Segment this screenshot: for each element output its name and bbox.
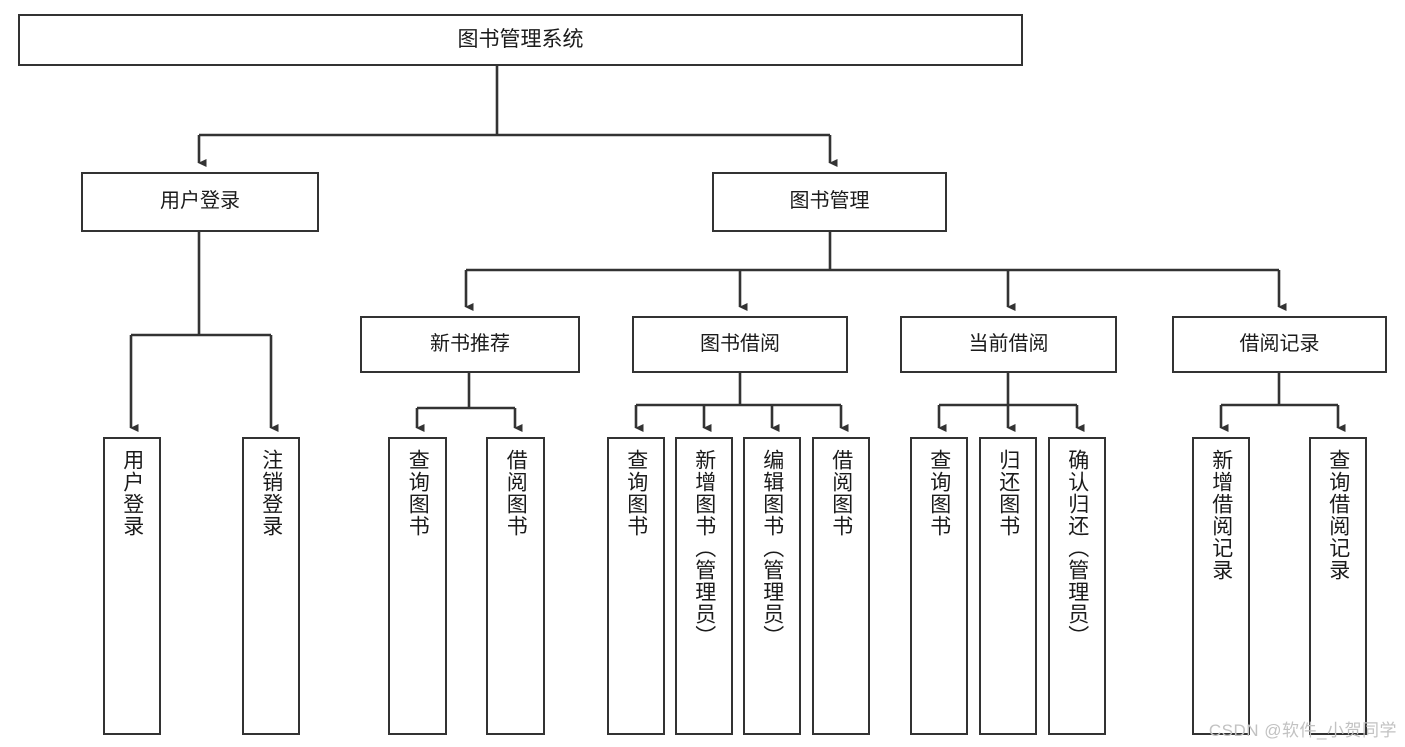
leaf-borrow-book-recommend[interactable]: 借阅图书 — [486, 437, 545, 735]
node-book-management[interactable]: 图书管理 — [712, 172, 947, 232]
node-label: 归还图书 — [996, 449, 1020, 537]
node-borrow-record[interactable]: 借阅记录 — [1172, 316, 1387, 373]
node-label: 查询图书 — [406, 449, 430, 537]
node-label: 用户登录 — [160, 190, 240, 213]
leaf-add-book-admin[interactable]: 新增图书（管理员） — [675, 437, 733, 735]
node-label: 借阅图书 — [504, 449, 528, 537]
node-new-book-recommend[interactable]: 新书推荐 — [360, 316, 580, 373]
node-label: 图书管理 — [789, 190, 870, 213]
leaf-borrow-book[interactable]: 借阅图书 — [812, 437, 870, 735]
leaf-edit-book-admin[interactable]: 编辑图书（管理员） — [743, 437, 801, 735]
leaf-query-book-recommend[interactable]: 查询图书 — [388, 437, 447, 735]
node-label: 注销登录 — [259, 449, 283, 537]
node-label: 图书借阅 — [700, 332, 780, 355]
leaf-return-book[interactable]: 归还图书 — [979, 437, 1037, 735]
node-label: 图书管理系统 — [457, 27, 584, 51]
node-label: 借阅图书 — [829, 449, 853, 537]
node-root-system[interactable]: 图书管理系统 — [18, 14, 1023, 66]
node-label: 编辑图书（管理员） — [760, 449, 784, 647]
leaf-query-book-borrow[interactable]: 查询图书 — [607, 437, 665, 735]
leaf-query-book-current[interactable]: 查询图书 — [910, 437, 968, 735]
node-label: 借阅记录 — [1239, 332, 1320, 355]
node-label: 查询图书 — [927, 449, 951, 537]
node-label: 当前借阅 — [968, 332, 1049, 355]
node-current-borrow[interactable]: 当前借阅 — [900, 316, 1117, 373]
leaf-confirm-return-admin[interactable]: 确认归还（管理员） — [1048, 437, 1106, 735]
leaf-add-borrow-record[interactable]: 新增借阅记录 — [1192, 437, 1250, 735]
leaf-logout[interactable]: 注销登录 — [242, 437, 300, 735]
watermark: CSDN @软件_小贺同学 — [1208, 721, 1397, 740]
node-label: 查询借阅记录 — [1326, 449, 1350, 581]
node-book-borrow[interactable]: 图书借阅 — [632, 316, 848, 373]
node-label: 查询图书 — [624, 449, 648, 537]
leaf-query-borrow-record[interactable]: 查询借阅记录 — [1309, 437, 1367, 735]
node-label: 新增图书（管理员） — [692, 449, 716, 647]
leaf-user-login[interactable]: 用户登录 — [103, 437, 161, 735]
node-user-login[interactable]: 用户登录 — [81, 172, 319, 232]
node-label: 用户登录 — [120, 449, 144, 537]
node-label: 新增借阅记录 — [1209, 449, 1233, 581]
node-label: 确认归还（管理员） — [1065, 449, 1089, 647]
node-label: 新书推荐 — [430, 332, 510, 355]
